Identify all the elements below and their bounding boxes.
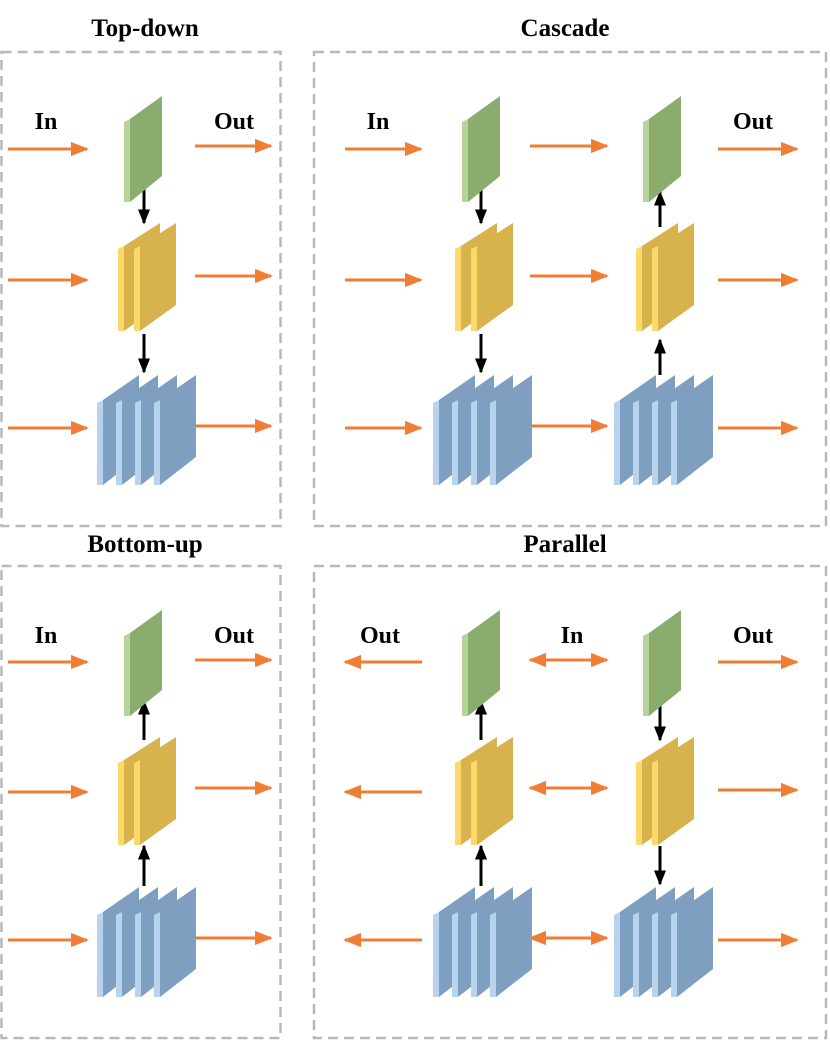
green-feature-map-cascade-right [643, 96, 681, 202]
label-in-cascade: In [367, 109, 390, 135]
yellow-feature-map-cascade-right-plate-2 [652, 223, 694, 331]
label-in-parallel: In [561, 623, 584, 649]
label-in-top-down: In [35, 109, 58, 135]
yellow-feature-map-parallel-right-plate-2 [652, 737, 694, 845]
blue-feature-map-bottom-up-plate-4 [154, 887, 196, 997]
blue-feature-map-parallel-right-plate-4 [671, 887, 713, 997]
blue-feature-map-top-down-plate-4 [154, 375, 196, 485]
label-out-right-parallel: Out [733, 623, 773, 649]
green-feature-map-bottom-up [124, 610, 162, 716]
label-out-bottom-up: Out [214, 623, 254, 649]
blue-feature-map-cascade-right-plate-4 [671, 375, 713, 485]
label-in-bottom-up: In [35, 623, 58, 649]
yellow-feature-map-cascade-left-plate-2 [471, 223, 513, 331]
green-feature-map-top-down [124, 96, 162, 202]
yellow-feature-map-parallel-left-plate-2 [471, 737, 513, 845]
green-feature-map-parallel-right [643, 610, 681, 716]
green-feature-map-cascade-left [462, 96, 500, 202]
panel-title-cascade: Cascade [521, 15, 610, 42]
green-feature-map-parallel-left [462, 610, 500, 716]
label-out-top-down: Out [214, 109, 254, 135]
panel-frame-bottom-up [0, 564, 282, 1040]
arrows-layer [8, 138, 799, 948]
label-out-cascade: Out [733, 109, 773, 135]
label-out-left-parallel: Out [360, 623, 400, 649]
panel-frame-cascade [312, 50, 828, 528]
panel-title-top-down: Top-down [91, 15, 199, 42]
blue-feature-map-cascade-left-plate-4 [490, 375, 532, 485]
yellow-feature-map-bottom-up-plate-2 [134, 737, 176, 845]
feature-maps-layer [97, 96, 713, 997]
panel-title-bottom-up: Bottom-up [87, 531, 202, 558]
yellow-feature-map-top-down-plate-2 [134, 223, 176, 331]
panel-frame-top-down [0, 50, 282, 528]
panel-frame-parallel [312, 564, 828, 1040]
panel-title-parallel: Parallel [523, 531, 606, 558]
blue-feature-map-parallel-left-plate-4 [490, 887, 532, 997]
